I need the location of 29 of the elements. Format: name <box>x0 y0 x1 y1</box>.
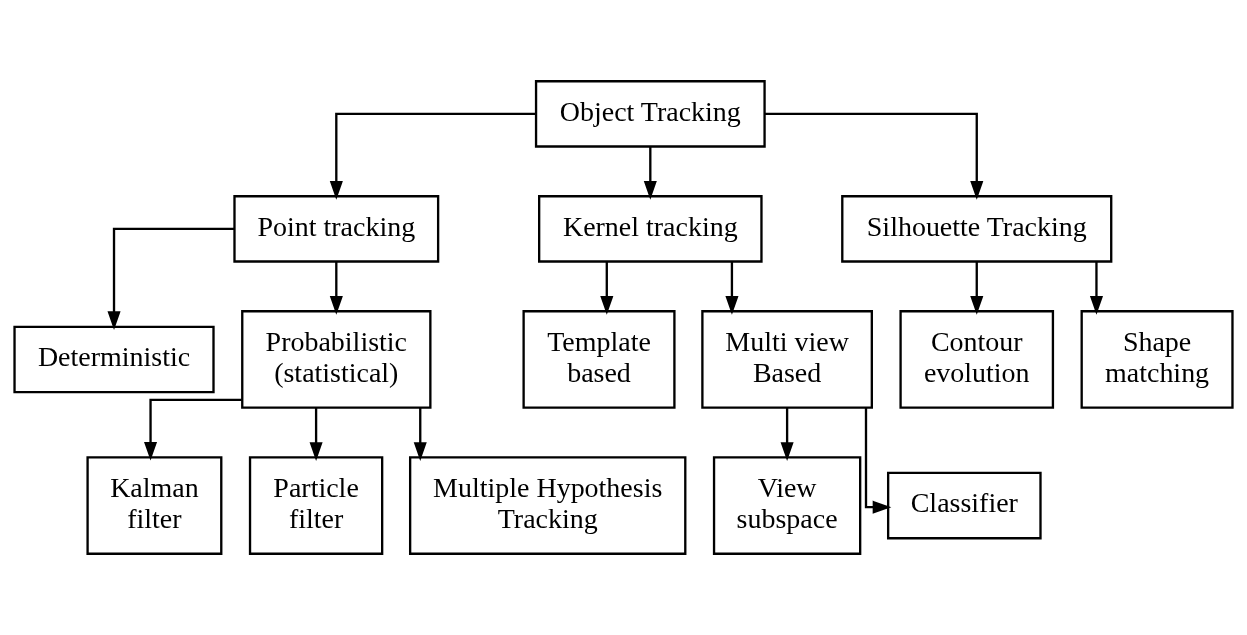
node-box: Probabilistic (statistical) <box>241 310 432 409</box>
arrow <box>107 227 235 331</box>
arrow <box>764 112 984 200</box>
arrow <box>1089 261 1103 315</box>
arrow <box>600 261 614 315</box>
node-box: View subspace <box>712 456 862 555</box>
node-box: Particle filter <box>248 456 384 555</box>
node-box: Multiple Hypothesis Tracking <box>409 456 687 555</box>
arrow <box>864 407 892 514</box>
node-box: Shape matching <box>1080 310 1234 409</box>
node-box: Object Tracking <box>534 80 766 148</box>
node-box: Kalman filter <box>86 456 223 555</box>
node-box: Kernel tracking <box>538 195 763 263</box>
arrow <box>413 407 427 461</box>
arrow <box>329 112 536 200</box>
node-box: Contour evolution <box>899 310 1055 409</box>
arrow <box>970 261 984 315</box>
arrow <box>643 146 657 200</box>
arrow <box>144 398 242 461</box>
node-box: Point tracking <box>233 195 440 263</box>
node-box: Deterministic <box>13 325 215 394</box>
node-box: Classifier <box>887 471 1042 540</box>
arrow <box>725 261 739 315</box>
node-box: Multi view Based <box>701 310 873 409</box>
arrow <box>780 407 794 461</box>
node-box: Silhouette Tracking <box>841 195 1113 263</box>
arrow <box>309 407 323 461</box>
node-box: Template based <box>522 310 676 409</box>
arrow <box>329 261 343 315</box>
